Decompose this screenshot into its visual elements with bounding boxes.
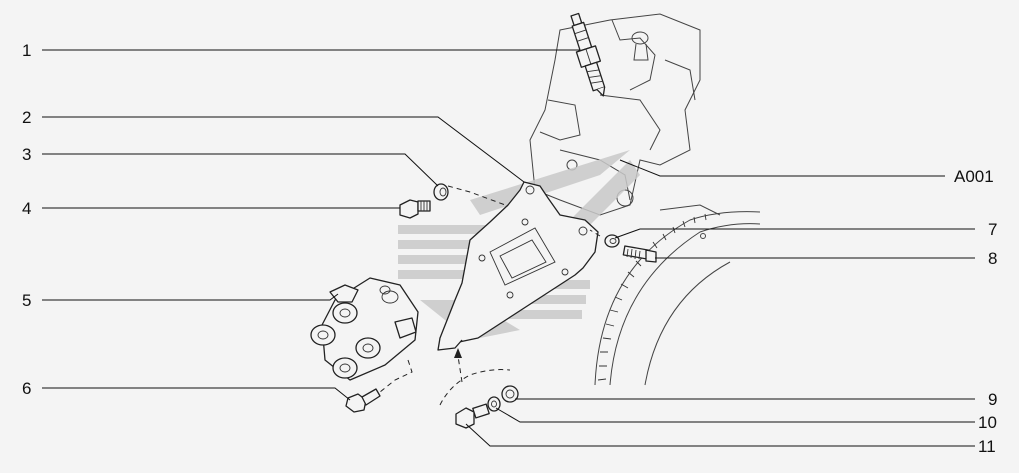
bolt bbox=[455, 403, 490, 429]
flywheel-teeth bbox=[597, 213, 707, 381]
washer bbox=[433, 183, 449, 201]
callout-2: 2 bbox=[22, 108, 31, 127]
callout-5: 5 bbox=[22, 291, 31, 310]
distributor-cap bbox=[310, 277, 419, 381]
callout-9: 9 bbox=[988, 390, 997, 409]
assembly-arrow-icon bbox=[454, 348, 462, 358]
spring-washer bbox=[487, 396, 501, 412]
spark-plug bbox=[570, 12, 606, 97]
assembly-arc bbox=[439, 369, 511, 406]
bolt bbox=[345, 388, 381, 413]
distributor-bracket bbox=[437, 181, 599, 351]
engine-block bbox=[529, 13, 761, 386]
assembly-path-7 bbox=[589, 229, 601, 237]
bolt bbox=[399, 199, 431, 219]
callout-7: 7 bbox=[988, 220, 997, 239]
callout-1: 1 bbox=[22, 41, 31, 60]
callout-8: 8 bbox=[988, 249, 997, 268]
washer bbox=[501, 385, 519, 403]
leader-lines bbox=[42, 49, 975, 447]
assembly-path-cap bbox=[379, 359, 413, 393]
callout-labels: 1 2 3 4 5 6 7 8 9 10 11 A001 bbox=[22, 41, 997, 456]
callout-4: 4 bbox=[22, 199, 31, 218]
callout-6: 6 bbox=[22, 379, 31, 398]
bolt bbox=[622, 245, 657, 263]
callout-3: 3 bbox=[22, 145, 31, 164]
callout-11: 11 bbox=[978, 437, 996, 456]
callout-a001: A001 bbox=[954, 167, 994, 186]
assembly-path-3 bbox=[447, 185, 509, 207]
callout-10: 10 bbox=[978, 413, 997, 432]
assembly-arrow-line bbox=[457, 355, 463, 383]
